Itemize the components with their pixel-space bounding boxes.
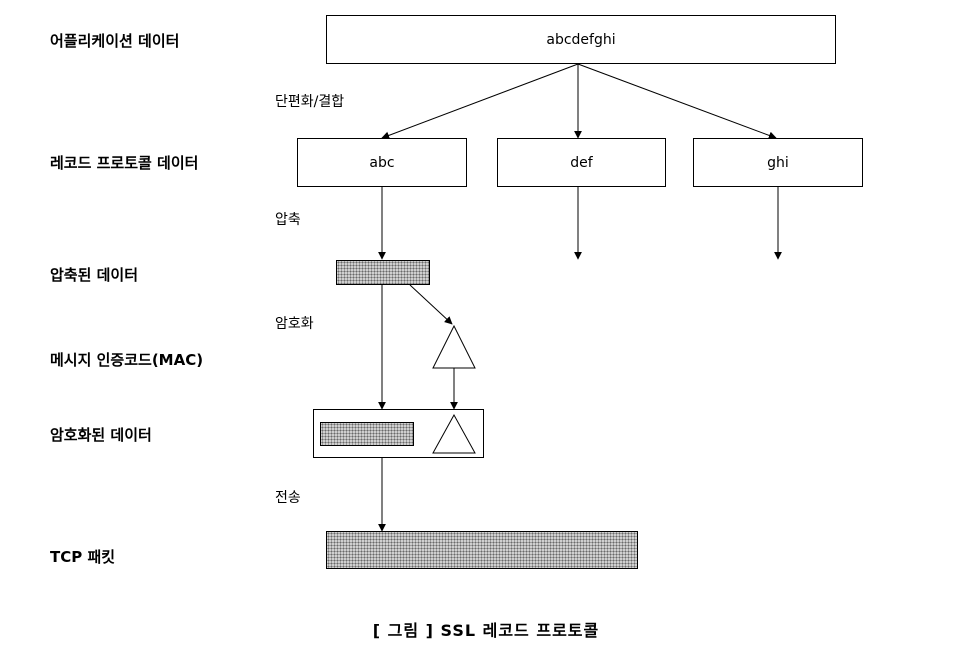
label-mac: 메시지 인증코드(MAC) bbox=[50, 351, 204, 369]
encrypted-mac-triangle bbox=[432, 413, 476, 454]
application-data-text: abcdefghi bbox=[546, 31, 616, 48]
fragment-text-ghi: ghi bbox=[767, 154, 789, 171]
label-encrypted-data: 암호화된 데이터 bbox=[50, 426, 152, 444]
arrow-to-ghi bbox=[577, 63, 777, 140]
figure-caption: [ 그림 ] SSL 레코드 프로토콜 bbox=[372, 621, 600, 640]
label-compressed-data: 압축된 데이터 bbox=[50, 266, 139, 284]
step-encryption: 암호화 bbox=[275, 316, 314, 332]
tcp-packet-bar bbox=[326, 531, 638, 569]
mac-triangle bbox=[432, 324, 476, 369]
fragment-box-def: def bbox=[497, 138, 666, 187]
step-compression: 압축 bbox=[275, 212, 301, 228]
label-application-data: 어플리케이션 데이터 bbox=[50, 32, 180, 50]
label-record-protocol-data: 레코드 프로토콜 데이터 bbox=[50, 154, 199, 172]
arrow-to-abc bbox=[381, 63, 579, 140]
encrypted-payload-bar bbox=[320, 422, 414, 446]
fragment-text-abc: abc bbox=[369, 154, 395, 171]
step-transmission: 전송 bbox=[275, 490, 301, 506]
application-data-box: abcdefghi bbox=[326, 15, 836, 64]
arrow-compressed-to-mac bbox=[409, 284, 453, 325]
compressed-data-bar bbox=[336, 260, 430, 285]
fragment-text-def: def bbox=[570, 154, 593, 171]
label-tcp-packet: TCP 패킷 bbox=[50, 548, 116, 566]
step-fragmentation: 단편화/결합 bbox=[275, 94, 345, 110]
fragment-box-abc: abc bbox=[297, 138, 467, 187]
fragment-box-ghi: ghi bbox=[693, 138, 863, 187]
encrypted-data-box bbox=[313, 409, 484, 458]
